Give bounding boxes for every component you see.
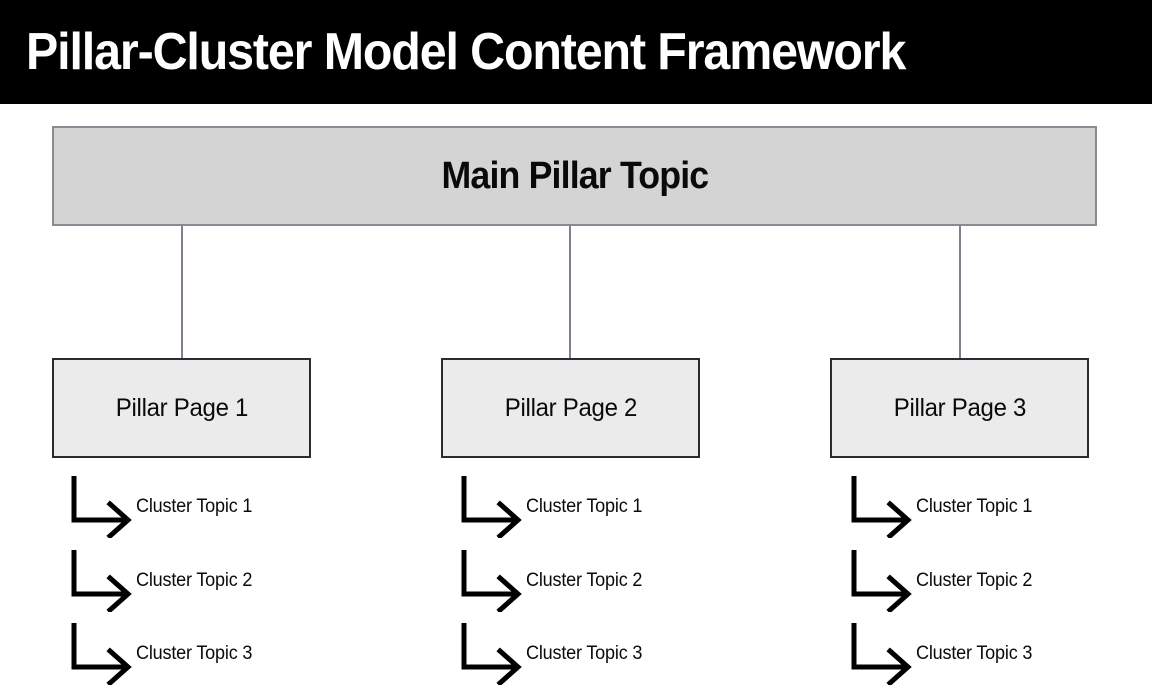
cluster-topic-label: Cluster Topic 1 <box>526 496 643 517</box>
framework-diagram: Main Pillar Topic Pillar Page 1 Pillar P… <box>0 104 1152 699</box>
elbow-arrow-icon <box>71 550 132 612</box>
cluster-topic-label: Cluster Topic 1 <box>916 496 1033 517</box>
cluster-topic-label: Cluster Topic 2 <box>136 570 253 591</box>
elbow-arrow-icon <box>71 623 132 685</box>
cluster-topic-label: Cluster Topic 3 <box>136 643 253 664</box>
connector-main-to-pillar-1 <box>181 226 183 358</box>
cluster-topic-label: Cluster Topic 3 <box>916 643 1033 664</box>
elbow-arrow-icon <box>71 476 132 538</box>
pillar-page-box-3[interactable]: Pillar Page 3 <box>830 358 1089 458</box>
cluster-topic-label: Cluster Topic 3 <box>526 643 643 664</box>
elbow-arrow-icon <box>461 550 522 612</box>
main-pillar-box[interactable]: Main Pillar Topic <box>52 126 1097 226</box>
header-band: Pillar-Cluster Model Content Framework <box>0 0 1152 104</box>
connector-main-to-pillar-3 <box>959 226 961 358</box>
cluster-topic-label: Cluster Topic 1 <box>136 496 253 517</box>
cluster-topic-label: Cluster Topic 2 <box>526 570 643 591</box>
pillar-page-label-3: Pillar Page 3 <box>893 393 1026 422</box>
page-title: Pillar-Cluster Model Content Framework <box>26 23 906 81</box>
cluster-topic-label: Cluster Topic 2 <box>916 570 1033 591</box>
connector-main-to-pillar-2 <box>569 226 571 358</box>
elbow-arrow-icon <box>851 476 912 538</box>
pillar-page-label-2: Pillar Page 2 <box>504 393 637 422</box>
main-pillar-label: Main Pillar Topic <box>441 154 709 197</box>
elbow-arrow-icon <box>461 623 522 685</box>
pillar-page-label-1: Pillar Page 1 <box>115 393 248 422</box>
elbow-arrow-icon <box>851 550 912 612</box>
elbow-arrow-icon <box>461 476 522 538</box>
elbow-arrow-icon <box>851 623 912 685</box>
pillar-page-box-1[interactable]: Pillar Page 1 <box>52 358 311 458</box>
pillar-page-box-2[interactable]: Pillar Page 2 <box>441 358 700 458</box>
